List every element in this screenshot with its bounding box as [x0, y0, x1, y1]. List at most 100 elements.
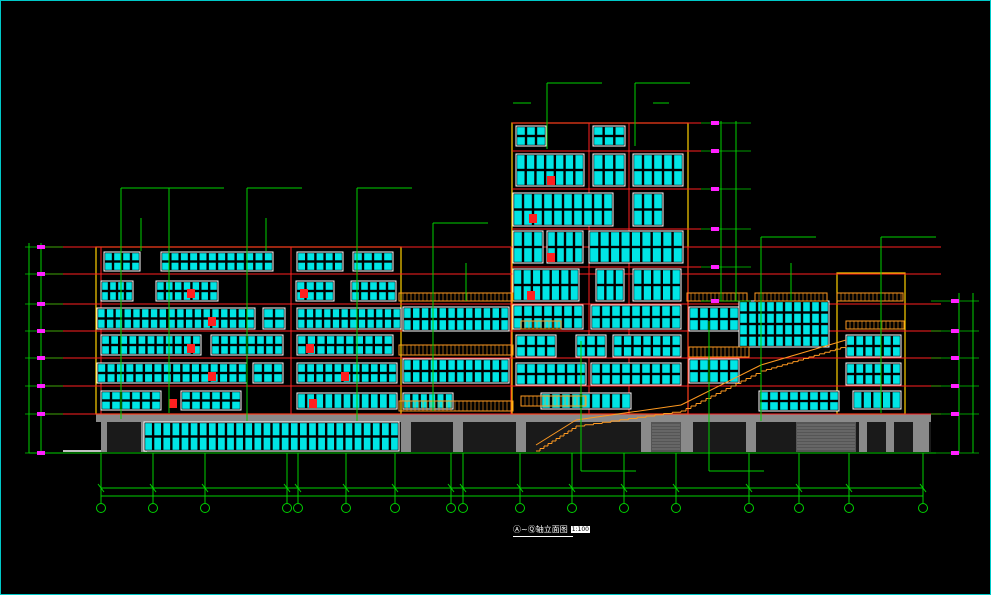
- window-pane: [785, 313, 792, 323]
- window-pane: [749, 325, 756, 335]
- window-pane: [690, 308, 698, 318]
- window-pane: [643, 270, 651, 284]
- window-pane: [239, 346, 246, 354]
- window-pane: [874, 364, 882, 373]
- window-pane: [604, 155, 614, 169]
- window-pane: [238, 374, 246, 382]
- window-pane: [652, 248, 661, 262]
- window-frame: [180, 390, 242, 411]
- grid-axis-bubble: [567, 503, 577, 513]
- window-pane: [794, 302, 801, 312]
- window-pane: [652, 318, 660, 328]
- window-pane: [654, 171, 662, 185]
- railing: [398, 344, 514, 356]
- window-pane: [537, 375, 545, 384]
- window-pane: [334, 394, 342, 408]
- window-pane: [281, 437, 289, 450]
- window-pane: [157, 292, 164, 300]
- window-pane: [370, 292, 377, 300]
- window-pane: [266, 336, 273, 344]
- window-pane: [147, 346, 155, 354]
- level-mark: [951, 329, 959, 333]
- window-pane: [587, 336, 595, 345]
- window-pane: [672, 364, 680, 373]
- pier: [101, 422, 107, 452]
- window-pane: [544, 210, 552, 225]
- window-pane: [354, 423, 362, 436]
- window-pane: [604, 171, 614, 185]
- window-pane: [527, 336, 535, 345]
- window-frame: [100, 280, 134, 302]
- window-pane: [566, 232, 573, 246]
- window-pane: [325, 394, 333, 408]
- window-pane: [334, 374, 342, 382]
- stair-landing-handrail: [575, 404, 682, 421]
- window-pane: [672, 306, 680, 316]
- window-pane: [856, 347, 864, 356]
- window-pane: [343, 364, 351, 372]
- window-pane: [644, 210, 652, 225]
- window-pane: [325, 364, 333, 372]
- window-pane: [364, 253, 372, 261]
- window-pane: [557, 248, 564, 262]
- red-accent: [341, 372, 349, 381]
- window-pane: [642, 232, 651, 246]
- window-pane: [663, 270, 671, 284]
- window-pane: [110, 292, 116, 300]
- window-pane: [611, 248, 620, 262]
- window-pane: [653, 336, 661, 345]
- window-pane: [272, 437, 280, 450]
- window-pane: [236, 253, 244, 261]
- window-pane: [229, 319, 237, 328]
- window-pane: [389, 364, 396, 372]
- window-pane: [430, 372, 438, 382]
- window-pane: [439, 360, 446, 370]
- window-pane: [152, 401, 160, 409]
- window-pane: [150, 309, 158, 318]
- window-pane: [770, 402, 778, 410]
- drawing-title: Ⓐ~Ⓠ轴立面图: [513, 524, 568, 534]
- window-pane: [883, 375, 891, 384]
- window-pane: [263, 423, 271, 436]
- window-pane: [622, 306, 630, 316]
- window-pane: [336, 437, 344, 450]
- window-pane: [574, 210, 582, 225]
- dim-tick: [516, 483, 524, 493]
- window-pane: [317, 346, 325, 354]
- window-pane: [201, 374, 209, 382]
- level-mark: [37, 329, 45, 333]
- window-pane: [554, 210, 562, 225]
- window-pane: [221, 336, 228, 344]
- window-pane: [325, 262, 333, 270]
- stair-upper-handrail: [760, 339, 847, 366]
- window-pane: [361, 282, 368, 290]
- window-pane: [163, 423, 171, 436]
- level-mark: [711, 149, 719, 153]
- window-pane: [474, 320, 482, 330]
- window-pane: [102, 401, 110, 409]
- window-frame: [160, 251, 274, 272]
- window-pane: [847, 364, 854, 373]
- window-pane: [203, 319, 210, 328]
- window-pane: [325, 374, 333, 382]
- window-frame: [296, 307, 402, 330]
- window-pane: [594, 194, 602, 209]
- window-pane: [572, 394, 580, 408]
- window-pane: [238, 309, 246, 318]
- level-mark: [37, 272, 45, 276]
- window-pane: [374, 253, 382, 261]
- window-pane: [597, 347, 605, 356]
- window-pane: [327, 336, 335, 344]
- window-pane: [142, 309, 149, 318]
- window-pane: [230, 346, 237, 354]
- level-mark: [37, 384, 45, 388]
- window-pane: [514, 306, 522, 316]
- window-pane: [570, 270, 578, 284]
- window-pane: [810, 402, 818, 410]
- window-pane: [227, 437, 234, 450]
- window-pane: [421, 372, 429, 382]
- window-pane: [172, 437, 180, 450]
- window-pane: [501, 360, 508, 370]
- window-pane: [652, 306, 660, 316]
